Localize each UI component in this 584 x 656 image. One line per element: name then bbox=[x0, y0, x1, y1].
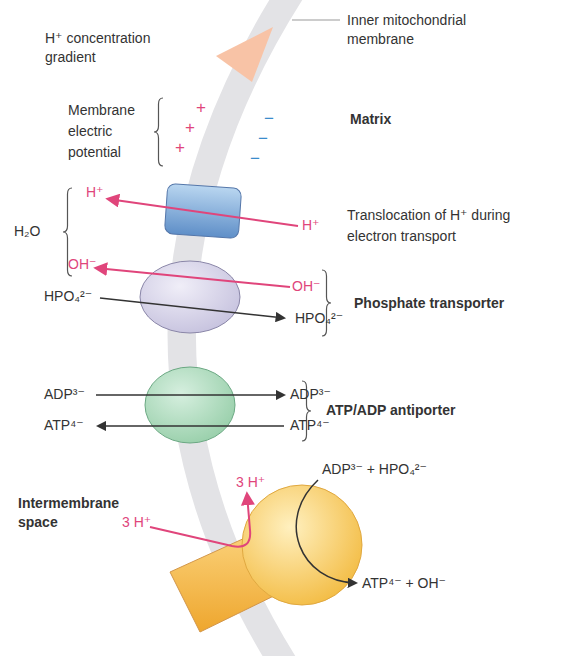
ion-label: H⁺ bbox=[86, 183, 126, 202]
proton-arrow bbox=[108, 199, 298, 226]
transporter-label: Phosphate transporter bbox=[354, 294, 554, 313]
membrane-label: Inner mitochondrial membrane bbox=[347, 11, 497, 49]
phosphate-transporter-shape bbox=[140, 261, 240, 333]
reactant-label: ADP³⁻ + HPO₄²⁻ bbox=[322, 460, 482, 479]
product-label: ATP⁴⁻ + OH⁻ bbox=[362, 574, 502, 593]
transporter-label: ATP/ADP antiporter bbox=[326, 401, 526, 420]
leader-line bbox=[292, 20, 340, 21]
curly-bracket bbox=[322, 270, 331, 336]
gradient-wedge bbox=[216, 27, 273, 82]
ion-label: H⁺ bbox=[302, 216, 342, 235]
ion-label: OH⁻ bbox=[68, 255, 118, 274]
phosphate-arrow bbox=[100, 298, 284, 318]
curly-bracket bbox=[302, 381, 311, 441]
ion-label: OH⁻ bbox=[292, 277, 342, 296]
potential-label: Membrane electric potential bbox=[68, 100, 150, 163]
charge-sign: − bbox=[264, 109, 284, 128]
ion-label: ADP³⁻ bbox=[44, 385, 104, 404]
proton-count: 3 H⁺ bbox=[236, 473, 286, 492]
ion-label: ATP⁴⁻ bbox=[44, 416, 104, 435]
molecule-label: H₂O bbox=[14, 222, 64, 241]
ion-label: HPO₄²⁻ bbox=[44, 287, 114, 306]
gradient-label: H⁺ concentration gradient bbox=[45, 29, 185, 67]
ion-label: HPO₄²⁻ bbox=[295, 309, 365, 328]
proton-count: 3 H⁺ bbox=[122, 513, 172, 532]
brackets bbox=[63, 98, 331, 441]
charge-sign: − bbox=[250, 149, 270, 168]
synthesis-arrow bbox=[296, 480, 356, 583]
ion-label: ATP⁴⁻ bbox=[290, 416, 350, 435]
compartment-label: Intermembrane space bbox=[18, 494, 140, 532]
atp-arrow bbox=[98, 425, 284, 427]
electron-transport-complex bbox=[164, 183, 241, 238]
ion-label: ADP³⁻ bbox=[290, 385, 350, 404]
charge-sign: + bbox=[185, 118, 205, 137]
antiporter-shape bbox=[145, 367, 235, 443]
curly-bracket bbox=[154, 98, 163, 166]
adp-arrow bbox=[96, 394, 284, 396]
process-label: Translocation of H⁺ during electron tran… bbox=[347, 205, 519, 247]
hydroxide-arrow bbox=[96, 268, 290, 287]
charge-sign: − bbox=[258, 129, 278, 148]
charge-sign: + bbox=[196, 98, 216, 117]
curly-bracket bbox=[63, 188, 72, 276]
compartment-label: Matrix bbox=[350, 110, 450, 129]
synthase-proton-arrow bbox=[150, 494, 250, 547]
charge-sign: + bbox=[175, 138, 195, 157]
